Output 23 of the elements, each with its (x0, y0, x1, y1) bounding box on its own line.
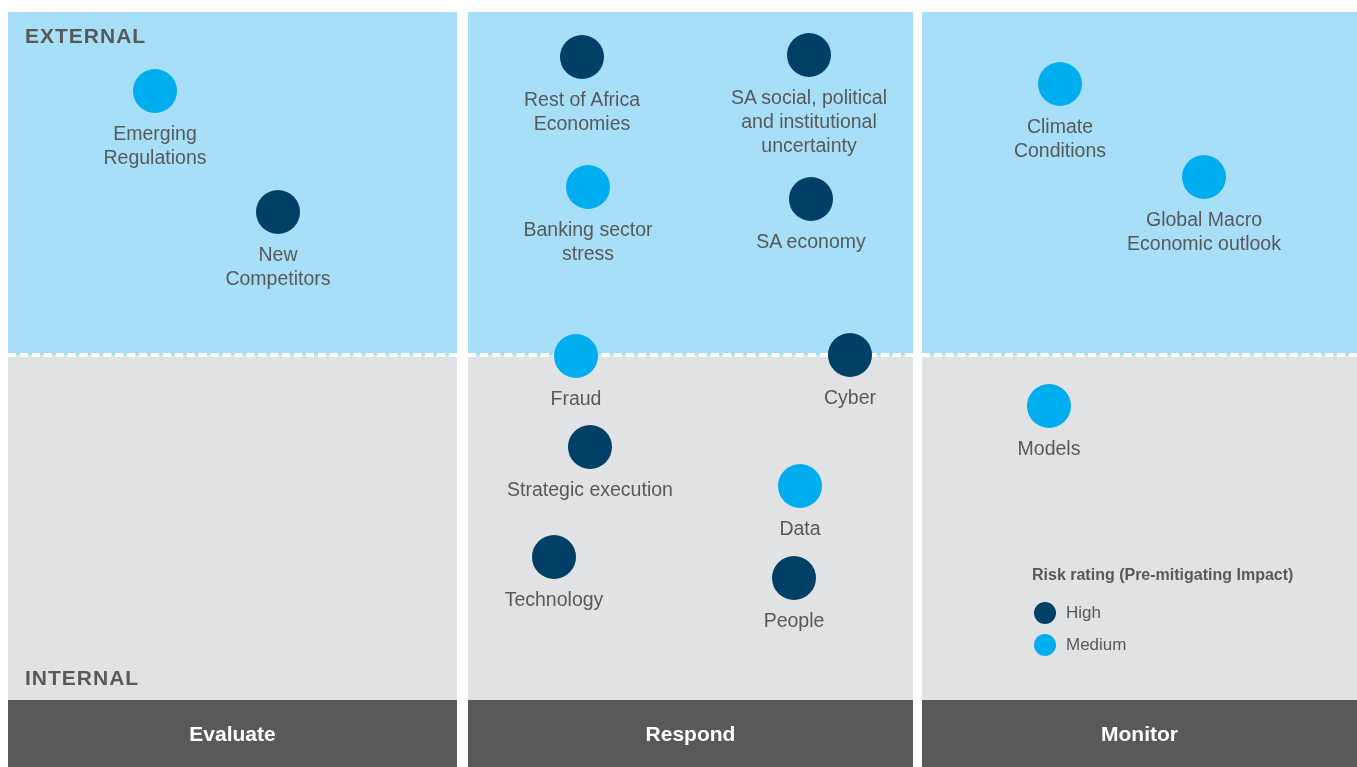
risk-label: Data (778, 516, 822, 540)
column-footer: Evaluate (8, 700, 457, 767)
risk-label: Emerging Regulations (102, 121, 208, 169)
risk-label: New Competitors (224, 242, 332, 290)
risk-label: People (762, 608, 826, 632)
legend-title: Risk rating (Pre-mitigating Impact) (1032, 566, 1294, 584)
risk-label: Technology (503, 587, 605, 611)
risk-label: SA social, political and institutional uncertainty (729, 85, 889, 157)
risk-label: Banking sector stress (522, 217, 654, 265)
risk-label: Models (1016, 436, 1082, 460)
risk-label: Global Macro Economic outlook (1126, 207, 1282, 255)
risk-label: Fraud (549, 386, 603, 410)
section-label: INTERNAL (25, 666, 140, 690)
column-footer: Monitor (922, 700, 1357, 767)
risk-label: Strategic execution (506, 477, 674, 501)
legend-label: High (1066, 603, 1101, 623)
risk-label: SA economy (755, 229, 867, 253)
legend-label: Medium (1066, 635, 1127, 655)
column-footer: Respond (468, 700, 913, 767)
section-label: EXTERNAL (25, 24, 147, 48)
risk-label: Rest of Africa Economies (523, 87, 641, 135)
risk-label: Climate Conditions (1012, 114, 1108, 162)
risk-label: Cyber (823, 385, 877, 409)
